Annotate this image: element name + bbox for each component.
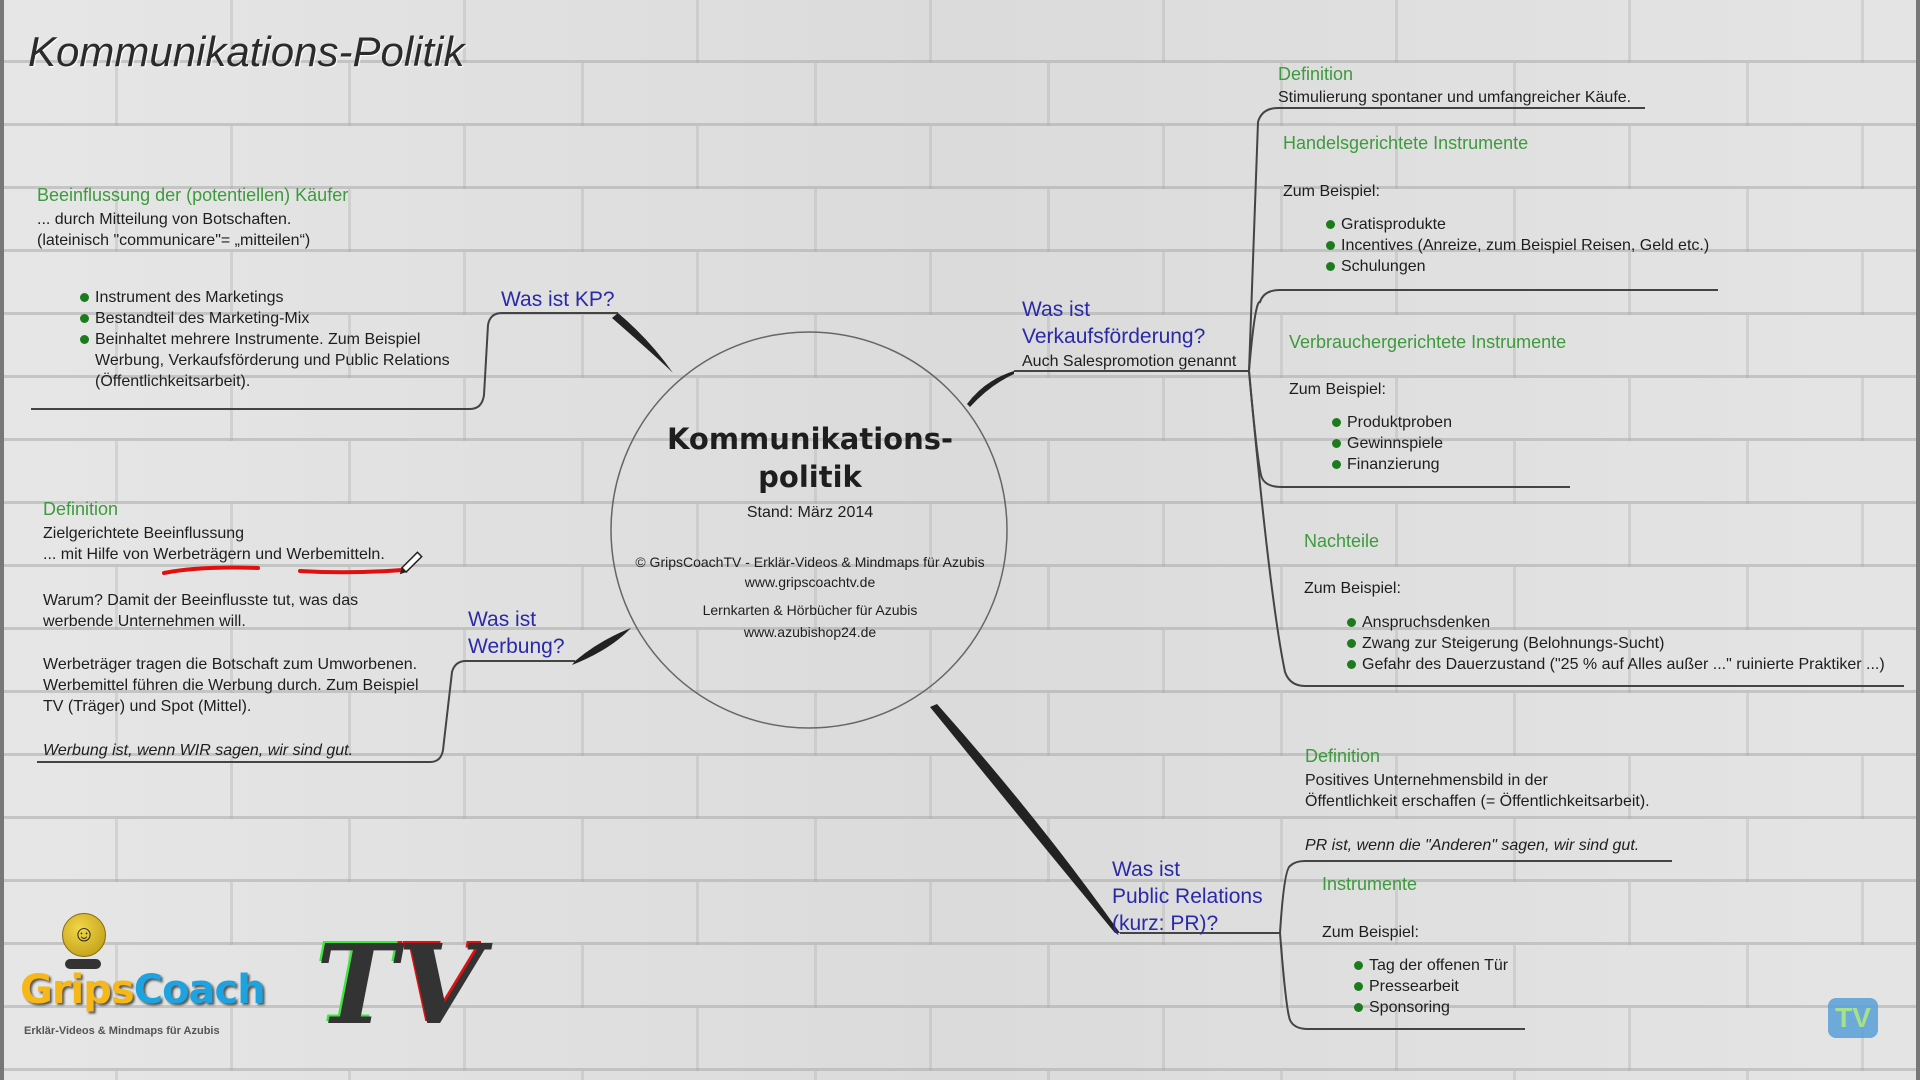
werbung-why1: Warum? Damit der Beeinflusste tut, was d… [43,592,359,609]
vkf-handel-branch [1248,289,1718,372]
vkf-def-heading: Definition [1278,64,1354,84]
smiley-mascot-icon: ☺ [62,913,106,957]
logo-tagline: Erklär-Videos & Mindmaps für Azubis [24,1025,220,1037]
list-item: Gratisprodukte [1326,214,1709,235]
center-url1[interactable]: www.gripscoachtv.de [744,574,876,590]
logo-coach: Coach [133,967,266,1013]
werbung-taper [572,628,631,665]
pr-def1: Positives Unternehmensbild in der [1305,772,1548,789]
pr-def2: Öffentlichkeit erschaffen (= Öffentlichk… [1305,793,1650,810]
pr-branch-label: Was ist Public Relations (kurz: PR)? [1112,856,1263,937]
vkf-verbraucher-zb: Zum Beispiel: [1289,381,1386,398]
pen-icon [399,551,423,575]
werbung-branch-line1: Was ist [468,608,537,631]
logo-tv: TV [314,923,481,1043]
list-item: Finanzierung [1332,454,1452,475]
center-shop: Lernkarten & Hörbücher für Azubis [702,602,918,618]
list-item: Instrument des Marketings [80,287,450,308]
werbung-p2: Werbemittel führen die Werbung durch. Zu… [43,677,419,694]
logo-wordmark: GripsCoach [20,967,266,1013]
vkf-nachteile-zb: Zum Beispiel: [1304,580,1401,597]
right-edge [1916,0,1920,1080]
werbung-quote: Werbung ist, wenn WIR sagen, wir sind gu… [43,742,354,759]
logo-grips: Grips [20,967,135,1013]
list-item: Schulungen [1326,256,1709,277]
pr-inst-list: Tag der offenen Tür Pressearbeit Sponsor… [1354,955,1508,1018]
pr-def-heading: Definition [1305,746,1381,766]
kp-branch-label: Was ist KP? [501,288,615,311]
kp-heading: Beeinflussung der (potentiellen) Käufer [37,185,349,205]
vkf-definition-branch [1248,107,1645,372]
center-title-line2: politik [758,460,862,494]
page-title: Kommunikations-Politik [28,28,465,75]
center-stand: Stand: März 2014 [746,504,874,521]
list-item: Beinhaltet mehrere Instrumente. Zum Beis… [80,329,450,350]
werbung-def2: ... mit Hilfe von Werbeträgern und Werbe… [43,546,385,563]
pr-instrumente-branch [1279,932,1525,1030]
vkf-handel-heading: Handelsgerichtete Instrumente [1283,133,1529,153]
vkf-branch-line2: Verkaufsförderung? [1022,325,1206,348]
vkf-taper [967,371,1014,407]
center-title: Kommunikations- politik [610,420,1010,496]
kp-connector [31,312,618,410]
left-edge [0,0,4,1080]
list-item: Zwang zur Steigerung (Belohnungs-Sucht) [1347,633,1885,654]
list-item: Anspruchsdenken [1347,612,1885,633]
list-item: Tag der offenen Tür [1354,955,1508,976]
kp-line1: ... durch Mitteilung von Botschaften. [37,211,292,228]
vkf-branch-line1: Was ist [1022,298,1091,321]
vkf-handel-list: Gratisprodukte Incentives (Anreize, zum … [1326,214,1709,277]
pr-branch-line3: (kurz: PR)? [1112,912,1219,935]
pr-definition-branch [1279,860,1672,934]
vkf-subtitle: Auch Salespromotion genannt [1022,353,1237,370]
pr-branch-line2: Public Relations [1112,885,1263,908]
werbung-connector [37,660,575,763]
vkf-nachteile-branch [1248,370,1904,687]
list-item: Sponsoring [1354,997,1508,1018]
vkf-nachteile-list: Anspruchsdenken Zwang zur Steigerung (Be… [1347,612,1885,675]
pr-inst-heading: Instrumente [1322,874,1418,894]
gripscoach-logo: ☺ GripsCoach TV Erklär-Videos & Mindmaps… [18,905,481,1050]
list-item: Pressearbeit [1354,976,1508,997]
center-url2[interactable]: www.azubishop24.de [743,624,877,640]
vkf-nachteile-heading: Nachteile [1304,531,1380,551]
logo-tv-text: TV [314,918,482,1047]
pr-taper [930,704,1120,933]
list-item: Incentives (Anreize, zum Beispiel Reisen… [1326,235,1709,256]
underline-werbetraegern [162,565,260,575]
list-item: Produktproben [1332,412,1452,433]
werbung-branch-line2: Werbung? [468,635,565,658]
werbung-def1: Zielgerichtete Beeinflussung [43,525,245,542]
kp-bullets: Instrument des Marketings Bestandteil de… [80,287,450,392]
list-item: Gefahr des Dauerzustand ("25 % auf Alles… [1347,654,1885,675]
werbung-p1: Werbeträger tragen die Botschaft zum Umw… [43,656,418,673]
vkf-branch-label: Was ist Verkaufsförderung? [1022,296,1205,350]
werbung-why2: werbende Unternehmen will. [43,613,246,630]
pr-branch-line1: Was ist [1112,858,1181,881]
mascot-shoes-icon [65,959,101,969]
pr-quote: PR ist, wenn die "Anderen" sagen, wir si… [1305,837,1640,854]
werbung-p3: TV (Träger) und Spot (Mittel). [43,698,252,715]
werbung-def-heading: Definition [43,499,119,519]
center-title-line1: Kommunikations- [666,422,954,456]
underline-werbemitteln [298,568,404,575]
center-copyright: © GripsCoachTV - Erklär-Videos & Mindmap… [635,554,985,570]
werbung-branch-label: Was ist Werbung? [468,606,565,660]
list-item: Gewinnspiele [1332,433,1452,454]
vkf-def: Stimulierung spontaner und umfangreicher… [1278,89,1632,106]
vkf-handel-zb: Zum Beispiel: [1283,183,1380,200]
kp-bullet-cont2: (Öffentlichkeitsarbeit). [95,373,251,390]
vkf-verbraucher-heading: Verbrauchergerichtete Instrumente [1289,332,1567,352]
kp-bullet-cont1: Werbung, Verkaufsförderung und Public Re… [95,352,450,369]
kp-line2: (lateinisch "communicare"= „mitteilen“) [37,232,311,249]
tv-corner-icon: TV [1828,998,1878,1038]
vkf-verbraucher-list: Produktproben Gewinnspiele Finanzierung [1332,412,1452,475]
list-item: Bestandteil des Marketing-Mix [80,308,450,329]
center-circle [610,331,1008,729]
pr-zb: Zum Beispiel: [1322,924,1419,941]
kp-taper [612,313,673,373]
